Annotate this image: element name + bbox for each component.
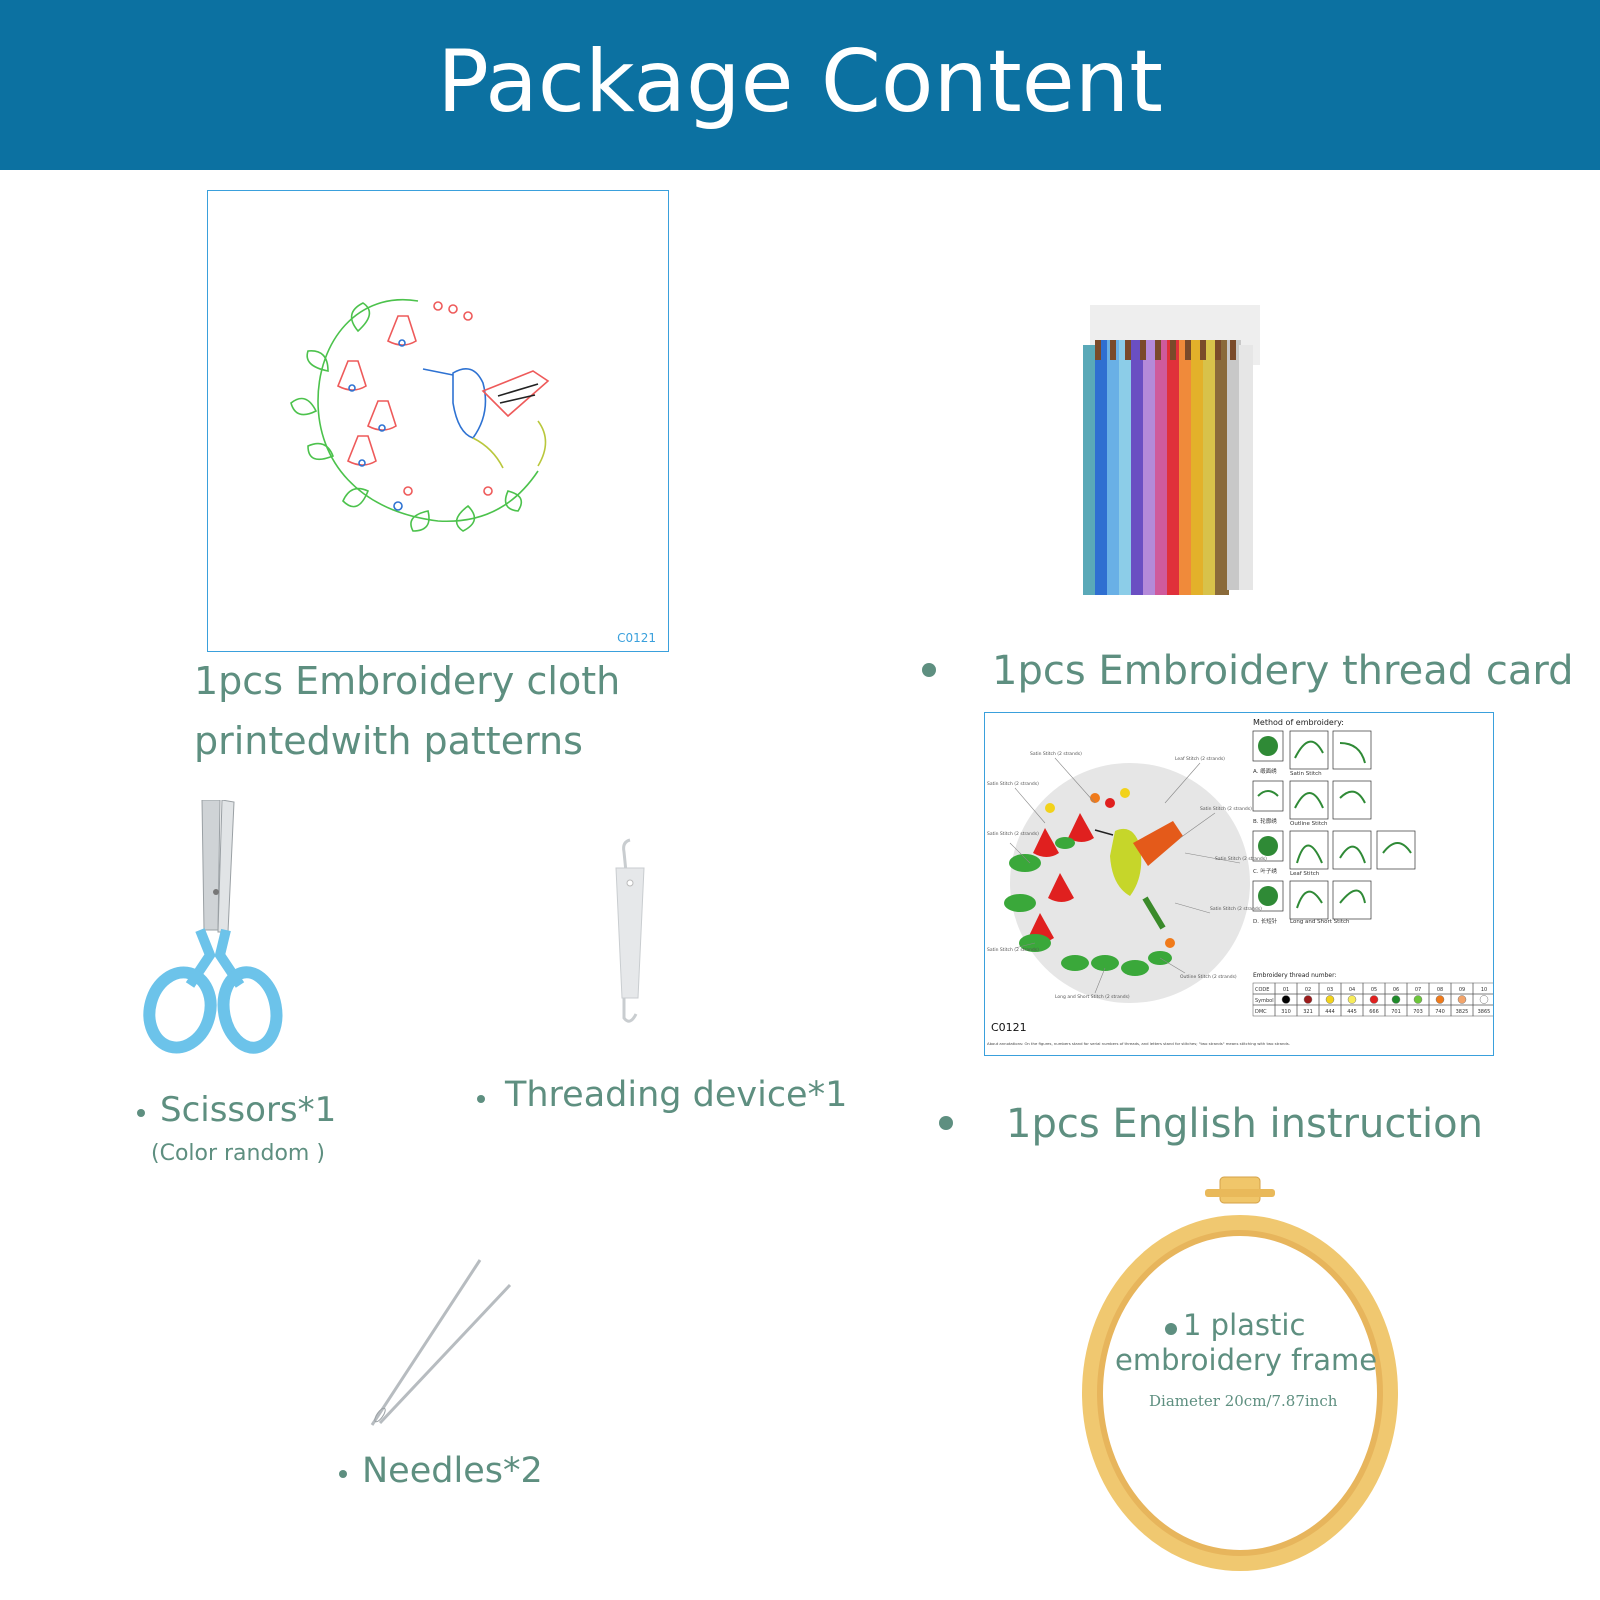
svg-text:Satin Stitch (2 strands): Satin Stitch (2 strands) — [987, 947, 1039, 953]
thread-code: 05 — [1371, 987, 1377, 993]
thread-symbol — [1325, 995, 1335, 1004]
thread-table-title: Embroidery thread number: — [1253, 972, 1336, 979]
stitch-a-cn: A. 缎面绣 — [1253, 767, 1277, 775]
instruction-code: C0121 — [991, 1021, 1027, 1034]
thread-dmc: 740 — [1435, 1009, 1445, 1015]
thread-symbol — [1413, 995, 1423, 1004]
table-row-label: CODE — [1255, 987, 1269, 993]
svg-text:Satin Stitch (2 strands): Satin Stitch (2 strands) — [1215, 856, 1267, 862]
instruction-sheet-image: Satin Stitch (2 strands) Leaf Stitch (2 … — [984, 712, 1494, 1056]
thread-dmc: 310 — [1281, 1009, 1291, 1015]
thread-symbol — [1281, 995, 1291, 1004]
hoop-bullet — [1165, 1323, 1177, 1335]
stitch-a-en: Satin Stitch — [1290, 771, 1322, 777]
thread-symbol — [1391, 995, 1401, 1004]
svg-text:Satin Stitch (2 strands): Satin Stitch (2 strands) — [1030, 751, 1082, 757]
thread-dmc: 3825 — [1456, 1009, 1469, 1015]
hoop-label-line2: embroidery frame — [1115, 1343, 1378, 1377]
scissors-bullet — [137, 1109, 145, 1117]
thread-dmc: 321 — [1303, 1009, 1313, 1015]
needles-bullet — [339, 1470, 347, 1478]
threader-label: Threading device*1 — [505, 1075, 848, 1115]
scissors-sublabel: (Color random ) — [151, 1141, 325, 1166]
hoop-sublabel: Diameter 20cm/7.87inch — [1149, 1392, 1338, 1410]
thread-symbol — [1435, 995, 1445, 1004]
svg-text:Outline Stitch (2 strands): Outline Stitch (2 strands) — [1180, 974, 1237, 980]
instruction-bullet — [939, 1116, 953, 1130]
thread-dmc: 445 — [1347, 1009, 1357, 1015]
thread-code: 06 — [1393, 987, 1399, 993]
hummingbird-pattern — [290, 298, 550, 532]
thread-dmc: 703 — [1413, 1009, 1423, 1015]
stitch-d-en: Long and Short Stitch — [1290, 919, 1350, 925]
thread-code: 01 — [1283, 987, 1289, 993]
cloth-label-line2: printedwith patterns — [194, 719, 583, 763]
embroidery-hoop-image — [1075, 1175, 1405, 1575]
stitch-c-cn: C. 叶子绣 — [1253, 867, 1277, 875]
stitch-b-cn: B. 轮廓绣 — [1253, 817, 1277, 825]
svg-text:Long and Short Stitch (2 stran: Long and Short Stitch (2 strands) — [1055, 994, 1130, 1000]
thread-code: 10 — [1481, 987, 1487, 993]
header-banner — [0, 0, 1600, 170]
needles-image — [360, 1255, 520, 1430]
table-cell — [1472, 1004, 1493, 1017]
svg-text:Satin Stitch (2 strands): Satin Stitch (2 strands) — [1210, 906, 1262, 912]
thread-dmc: 701 — [1391, 1009, 1401, 1015]
threading-device-image — [600, 838, 660, 1028]
cloth-code: C0121 — [617, 631, 656, 645]
thread-symbol — [1457, 995, 1467, 1004]
svg-text:Satin Stitch (2 strands): Satin Stitch (2 strands) — [987, 781, 1039, 787]
instruction-footnote: About annotations: On the figures, numbe… — [987, 1041, 1290, 1046]
thread-dmc: 444 — [1325, 1009, 1335, 1015]
thread-code: 08 — [1437, 987, 1443, 993]
svg-text:Satin Stitch (2 strands): Satin Stitch (2 strands) — [1200, 806, 1252, 812]
thread-code: 03 — [1327, 987, 1333, 993]
thread-code: 09 — [1459, 987, 1465, 993]
thread-dmc: 3865 — [1478, 1009, 1491, 1015]
thread-symbol — [1303, 995, 1313, 1004]
thread-symbol — [1347, 995, 1357, 1004]
table-row-label: DMC — [1255, 1009, 1267, 1015]
scissors-label: Scissors*1 — [160, 1090, 337, 1130]
thread-code: 07 — [1415, 987, 1421, 993]
cloth-label-line1: 1pcs Embroidery cloth — [194, 659, 621, 703]
svg-text:Leaf Stitch (2 strands): Leaf Stitch (2 strands) — [1175, 756, 1225, 762]
stitch-c-en: Leaf Stitch — [1290, 871, 1320, 877]
thread-card-bullet — [922, 663, 936, 677]
table-row-label: Symbol — [1255, 998, 1274, 1004]
thread-symbol — [1479, 995, 1489, 1004]
stitch-b-en: Outline Stitch — [1290, 821, 1328, 827]
needles-label: Needles*2 — [362, 1451, 543, 1491]
thread-card-label: 1pcs Embroidery thread card — [992, 648, 1574, 694]
thread-dmc: 666 — [1369, 1009, 1379, 1015]
page-title: Package Content — [437, 32, 1163, 132]
thread-symbol — [1369, 995, 1379, 1004]
instruction-label: 1pcs English instruction — [1006, 1101, 1483, 1147]
stitch-d-cn: D. 长短针 — [1253, 917, 1278, 925]
thread-code: 02 — [1305, 987, 1311, 993]
scissors-image — [140, 800, 300, 1060]
method-title: Method of embroidery: — [1253, 718, 1344, 727]
svg-text:Satin Stitch (2 strands): Satin Stitch (2 strands) — [987, 831, 1039, 837]
thread-card-image — [1075, 300, 1275, 600]
threader-bullet — [477, 1095, 485, 1103]
thread-code: 04 — [1349, 987, 1355, 993]
hoop-label-line1: 1 plastic — [1183, 1308, 1306, 1342]
embroidery-cloth-image: C0121 — [207, 190, 669, 652]
